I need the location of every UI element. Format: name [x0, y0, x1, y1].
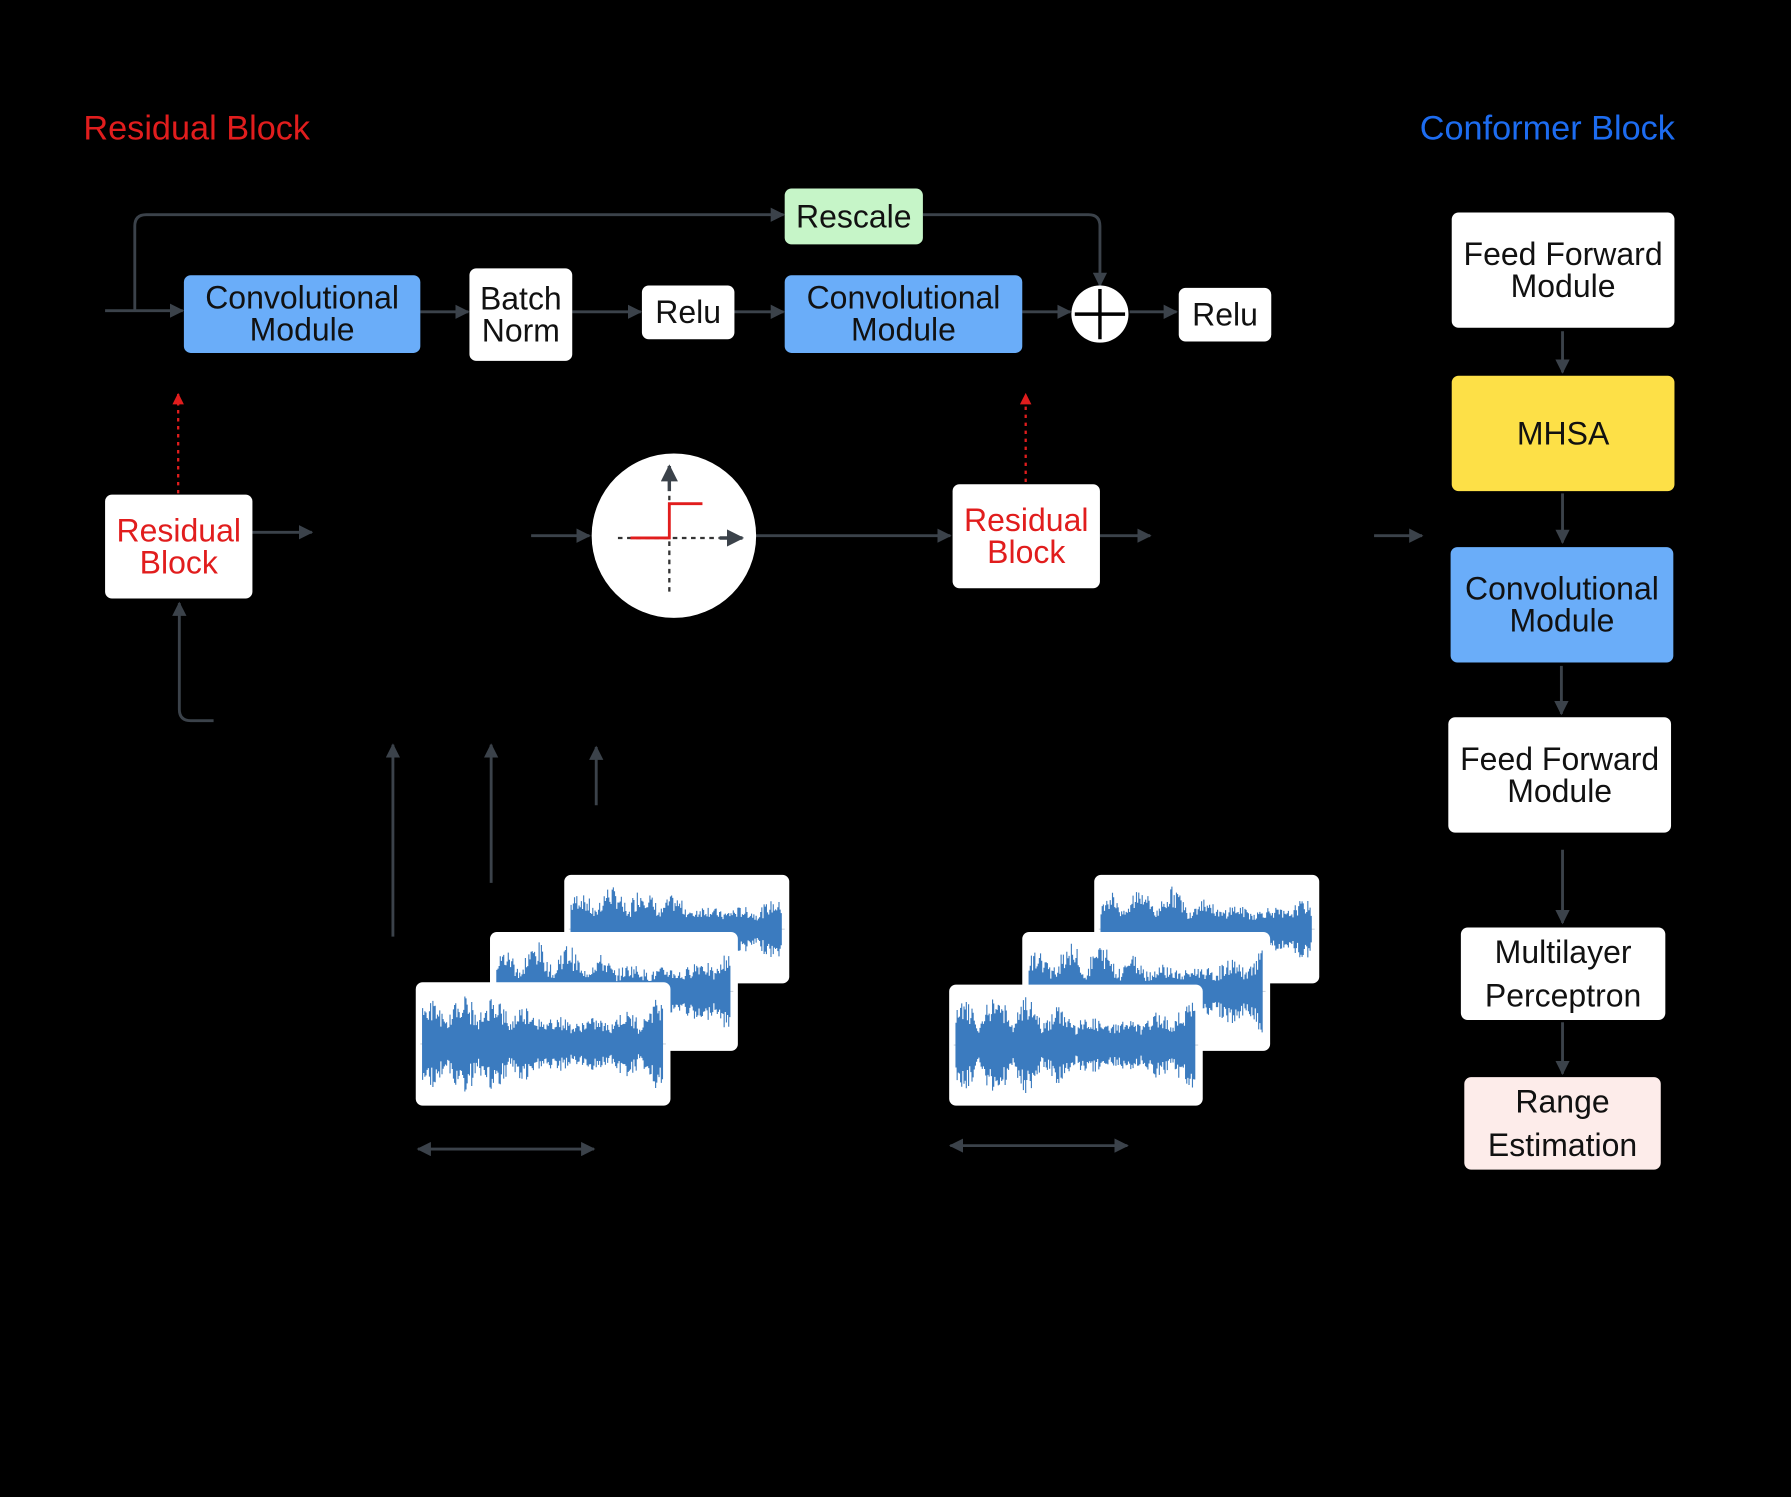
add-node — [1071, 285, 1129, 343]
feedback-arrow — [172, 601, 214, 723]
mhsa-box: MHSA — [1451, 375, 1675, 492]
connector-layer — [105, 207, 1570, 1157]
conv-module-box-2: Convolutional Module — [784, 275, 1023, 353]
multilayer-perceptron-box: Multilayer Perceptron — [1460, 927, 1666, 1020]
batch-norm-box: Batch Norm — [469, 268, 573, 361]
conv-module-box-1: Convolutional Module — [183, 275, 421, 353]
activation-node — [591, 453, 757, 618]
residual-block-node-1: Residual Block — [105, 494, 253, 599]
relu-box-1: Relu — [641, 285, 735, 340]
conformer-conv-module-box: Convolutional Module — [1450, 547, 1674, 663]
residual-block-node-2: Residual Block — [952, 484, 1100, 589]
conformer-block-title: Conformer Block — [1419, 109, 1675, 148]
residual-block-title: Residual Block — [83, 109, 311, 148]
rescale-box: Rescale — [784, 188, 923, 245]
range-estimation-box: Range Estimation — [1464, 1077, 1661, 1170]
relu-box-2: Relu — [1178, 287, 1272, 342]
waveform-image — [949, 984, 1203, 1106]
feed-forward-module-box-1: Feed Forward Module — [1451, 212, 1675, 328]
waveform-image — [415, 982, 671, 1106]
rescale-to-add-arrow — [922, 213, 1108, 287]
feed-forward-module-box-2: Feed Forward Module — [1448, 717, 1672, 833]
skip-path-to-rescale — [133, 207, 785, 311]
